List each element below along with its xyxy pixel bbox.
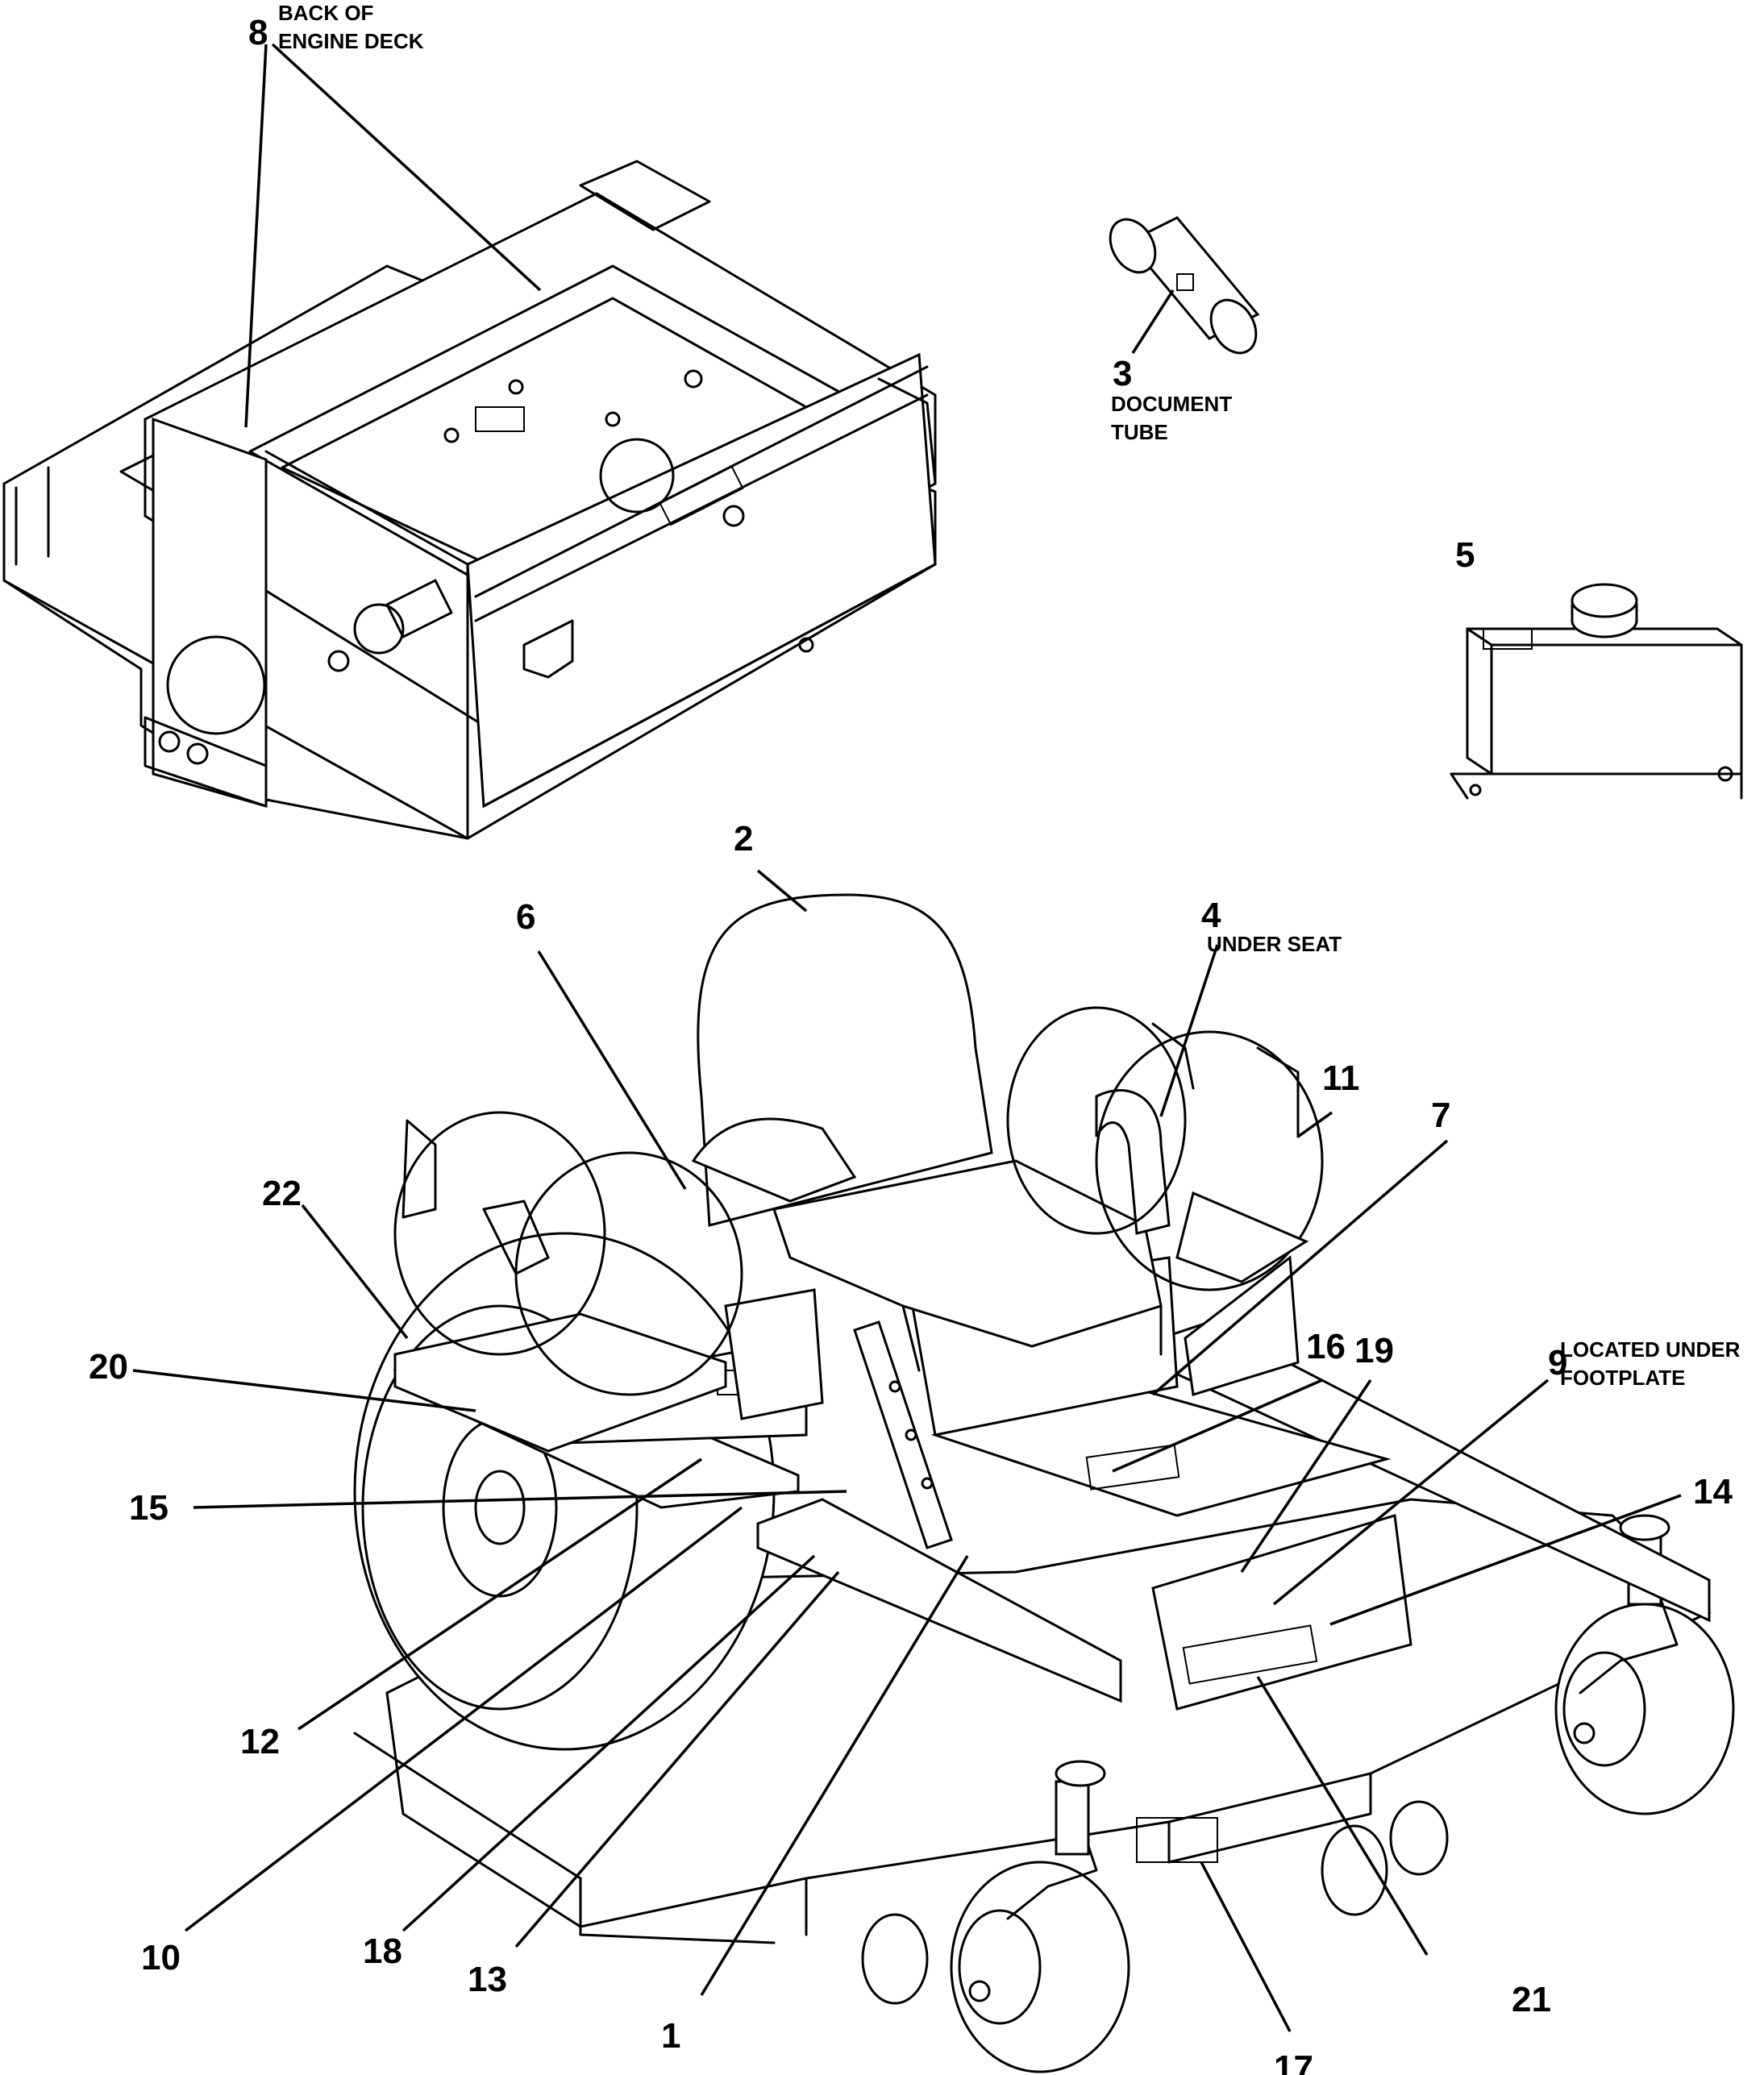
callout-19: 19 xyxy=(1354,1331,1394,1370)
callout-8-note-line2: ENGINE DECK xyxy=(278,29,424,53)
callout-2: 2 xyxy=(734,819,753,859)
callout-9-note-line1: LOCATED UNDER xyxy=(1560,1337,1741,1362)
callout-labels: 1 2 3 DOCUMENT TUBE 4 UNDER SEAT 5 6 7 8… xyxy=(89,1,1741,2075)
callout-22: 22 xyxy=(262,1174,302,1213)
callout-3-note-line2: TUBE xyxy=(1111,420,1168,444)
callout-8-note-line1: BACK OF xyxy=(278,1,373,25)
callout-18: 18 xyxy=(363,1932,402,1971)
callout-5: 5 xyxy=(1455,535,1475,575)
leader-lines xyxy=(132,43,1682,2032)
fuel-tank xyxy=(1450,583,1743,800)
callout-20: 20 xyxy=(89,1347,128,1387)
callout-17: 17 xyxy=(1274,2048,1313,2075)
callout-13: 13 xyxy=(468,1960,507,1999)
callout-7: 7 xyxy=(1431,1096,1450,1135)
callout-8: 8 xyxy=(248,13,268,52)
callout-6: 6 xyxy=(516,897,535,937)
callout-10: 10 xyxy=(141,1938,181,1977)
callout-11: 11 xyxy=(1322,1058,1360,1098)
callout-3: 3 xyxy=(1113,354,1132,393)
callout-1: 1 xyxy=(661,2016,680,2056)
callout-4: 4 xyxy=(1201,896,1221,935)
callout-21: 21 xyxy=(1512,1980,1551,2019)
engine-deck-frame xyxy=(2,160,937,840)
callout-4-note: UNDER SEAT xyxy=(1207,932,1342,956)
callout-9-note-line2: FOOTPLATE xyxy=(1560,1366,1686,1390)
document-tube xyxy=(1109,216,1260,355)
callout-9: 9 xyxy=(1548,1343,1567,1383)
callout-16: 16 xyxy=(1306,1327,1346,1366)
callout-12: 12 xyxy=(240,1722,280,1761)
callout-3-note-line1: DOCUMENT xyxy=(1111,392,1232,416)
callout-14: 14 xyxy=(1693,1472,1733,1512)
callout-15: 15 xyxy=(129,1488,168,1528)
